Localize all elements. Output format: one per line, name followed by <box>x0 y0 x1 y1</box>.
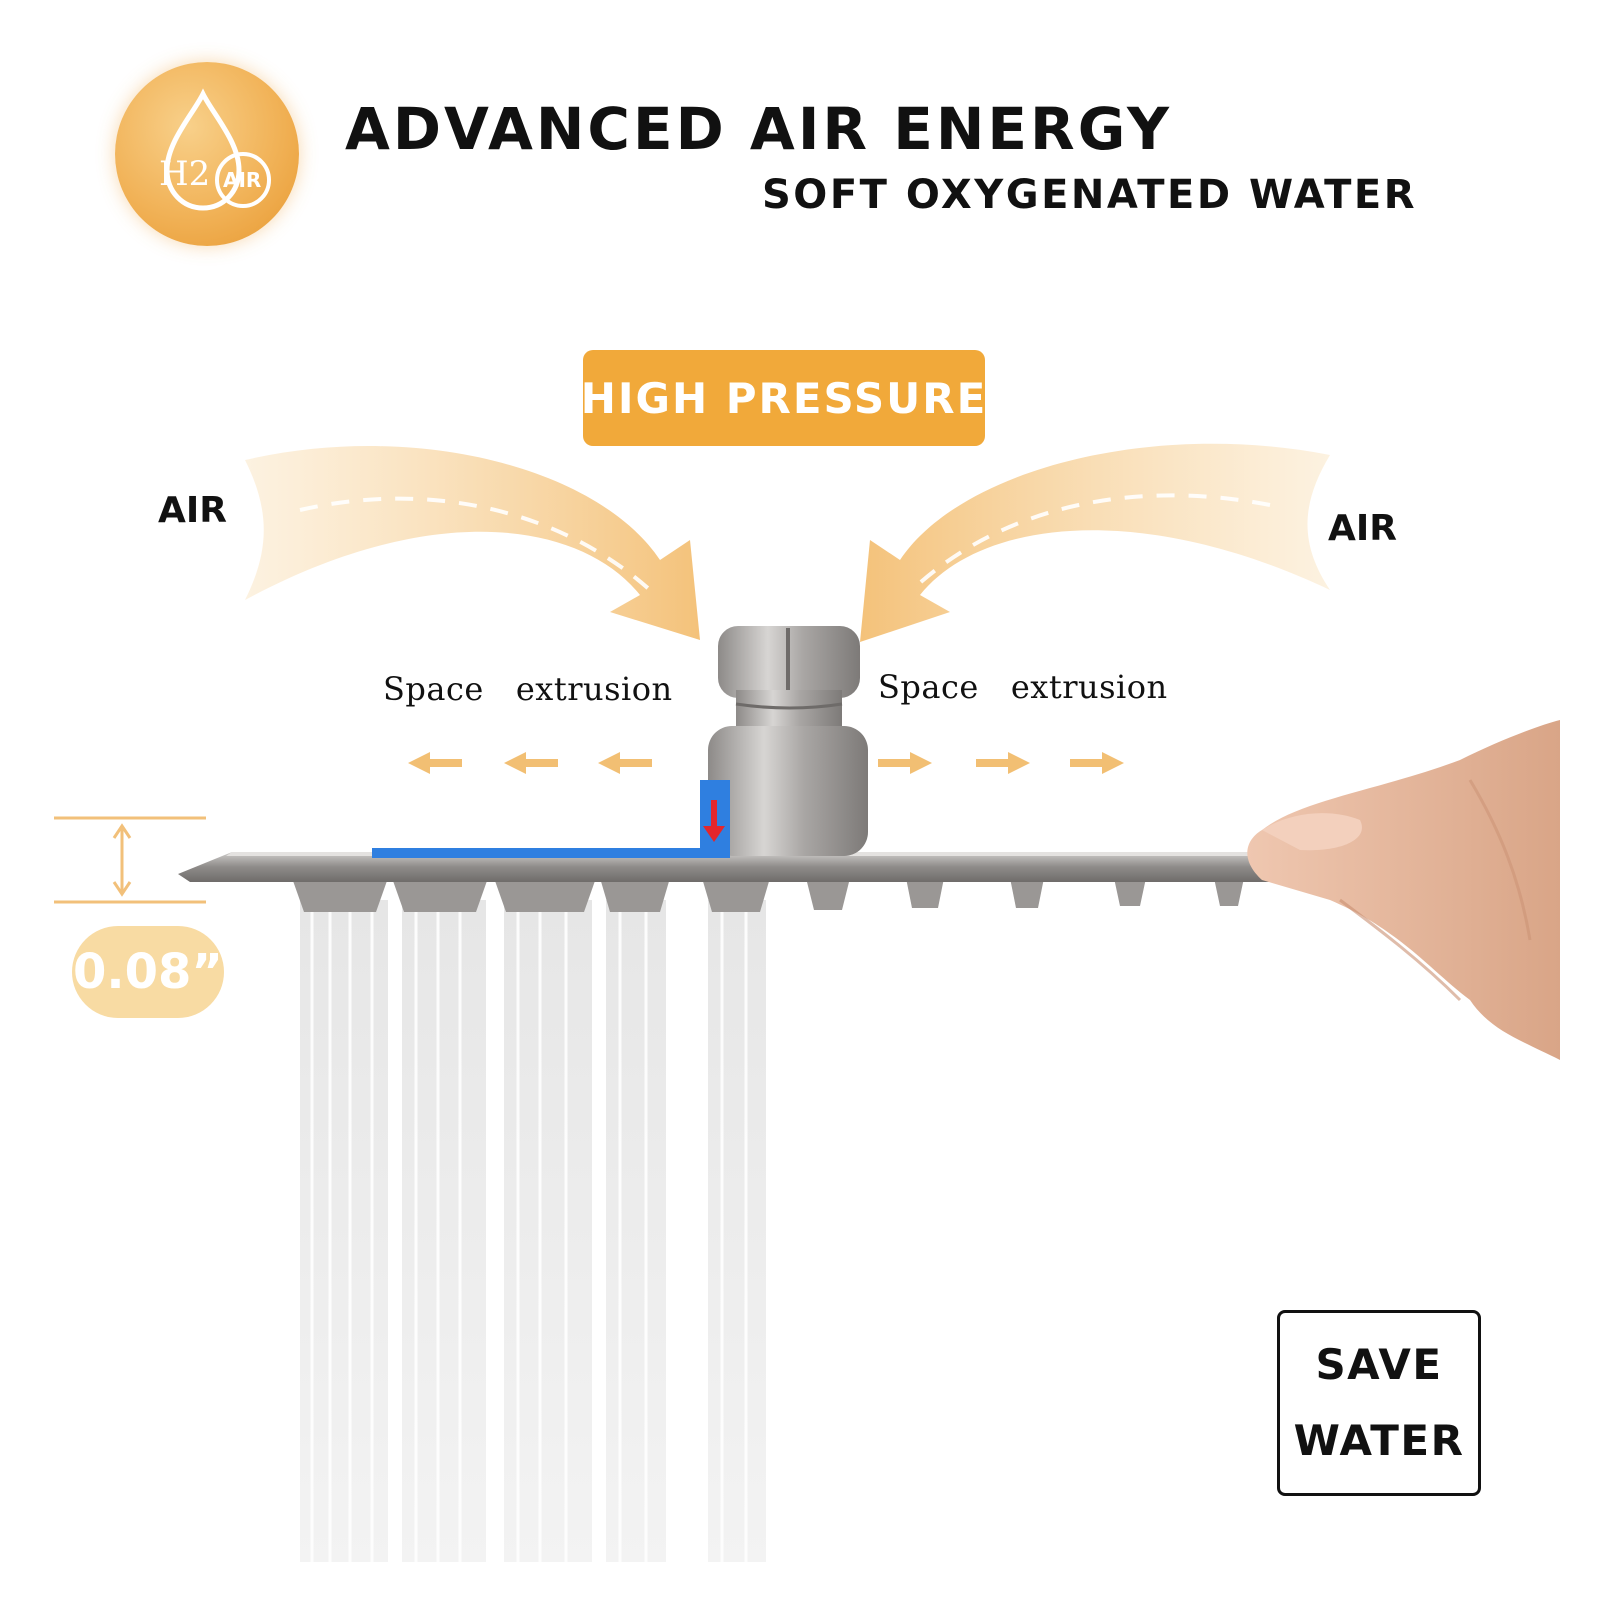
water-drop-icon <box>164 88 271 211</box>
page-subtitle: SOFT OXYGENATED WATER <box>762 172 1418 218</box>
water-streams <box>300 900 766 1562</box>
save-water-box: SAVE WATER <box>1277 1310 1481 1496</box>
save-water-line1: SAVE <box>1315 1340 1443 1389</box>
nozzles <box>292 878 1244 912</box>
space-extrusion-label-right: Space extrusion <box>878 668 1168 706</box>
badge-air-text: AIR <box>223 168 262 192</box>
air-label-left: AIR <box>158 490 227 531</box>
air-label-right: AIR <box>1328 508 1397 549</box>
extrusion-arrows-left-icon <box>408 752 652 774</box>
hand-image <box>1247 720 1560 1060</box>
air-arrow-right-icon <box>860 443 1330 642</box>
connector-fitting <box>708 626 868 856</box>
space-extrusion-label-left: Space extrusion <box>383 670 673 708</box>
thickness-label: 0.08” <box>72 926 224 1018</box>
shower-plate <box>178 852 1335 882</box>
high-pressure-label: HIGH PRESSURE <box>581 350 985 446</box>
save-water-line2: WATER <box>1293 1416 1465 1465</box>
page-title: ADVANCED AIR ENERGY <box>345 95 1173 163</box>
air-arrow-left-icon <box>245 446 700 640</box>
water-flow-path <box>372 780 730 858</box>
h2-air-badge: H2 AIR <box>115 62 299 246</box>
thickness-indicator <box>54 816 206 904</box>
extrusion-arrows-right-icon <box>878 752 1124 774</box>
badge-h2-text: H2 <box>159 154 211 194</box>
